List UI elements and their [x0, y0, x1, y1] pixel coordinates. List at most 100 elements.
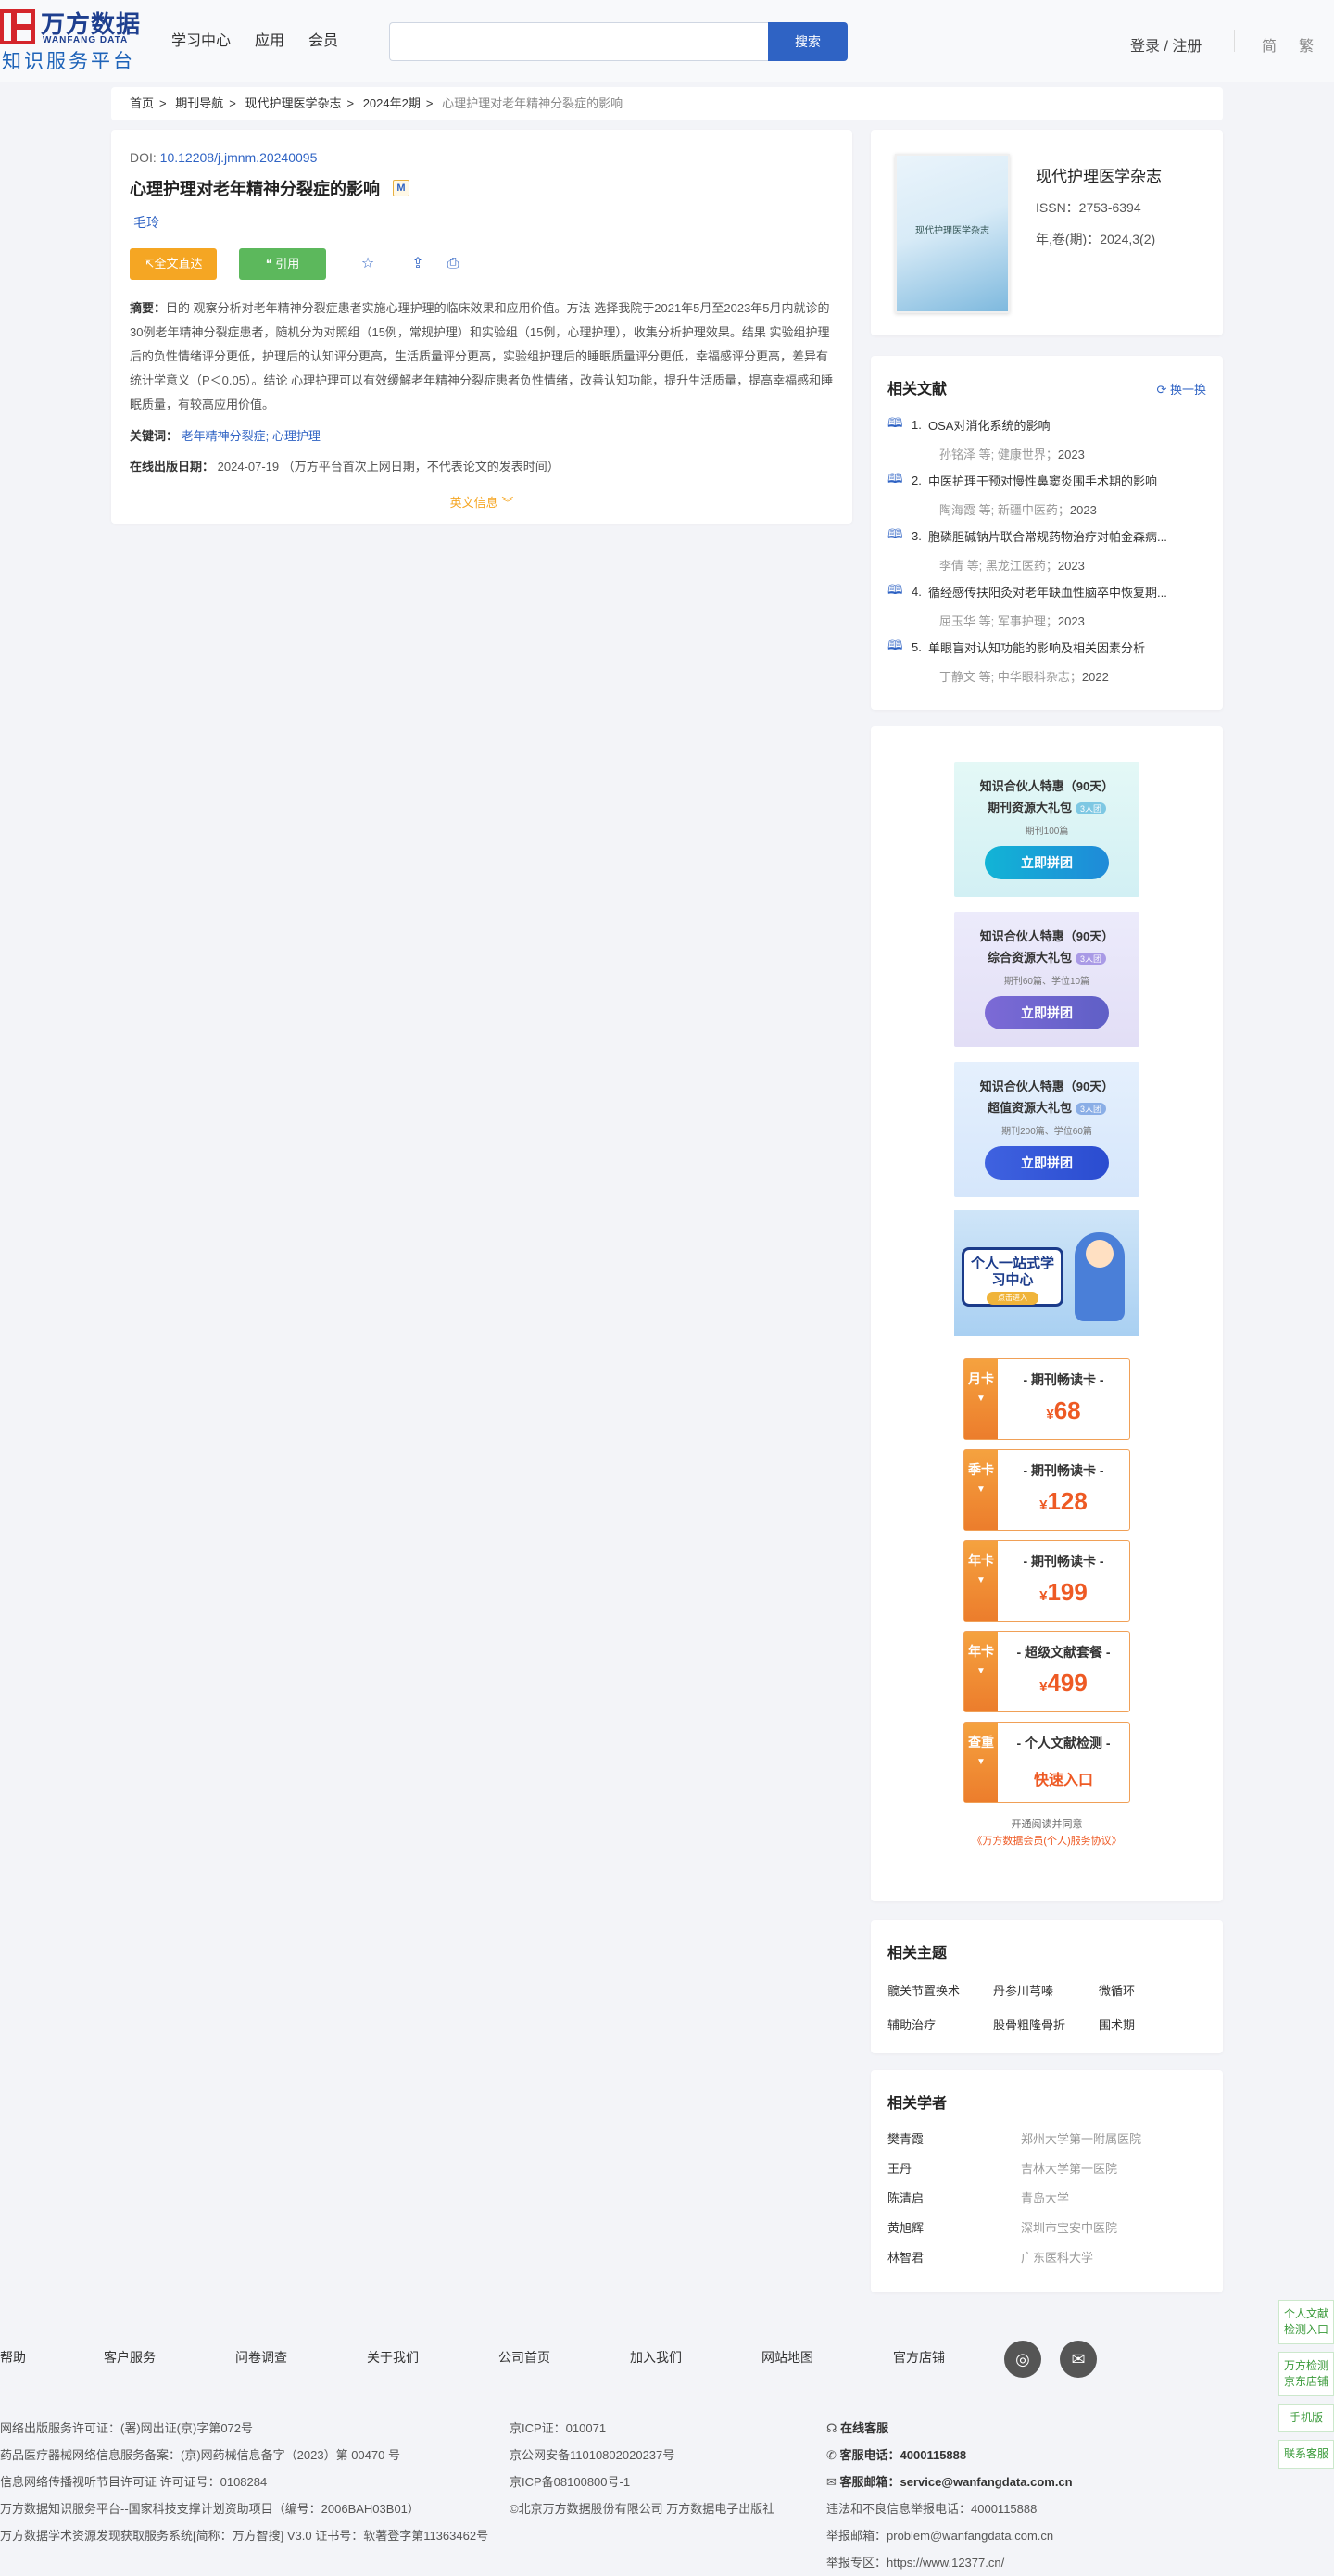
item-year: 2022 — [1081, 670, 1109, 684]
side-float-bar: 个人文献检测入口 万方检测京东店铺 手机版 联系客服 — [1278, 2300, 1334, 2476]
related-item-title[interactable]: 循经感传扶阳灸对老年缺血性脑卒中恢复期... — [928, 585, 1167, 600]
print-icon[interactable]: ⎙ — [447, 256, 459, 271]
membership-card[interactable]: 季卡▼ - 期刊畅读卡 - ¥128 — [963, 1449, 1130, 1531]
login-register-link[interactable]: 登录 / 注册 — [1130, 39, 1202, 55]
copyright-line: ©北京万方数据股份有限公司 万方数据电子出版社 — [510, 2502, 775, 2516]
online-service-row[interactable]: ☊ 在线客服 — [826, 2415, 1073, 2442]
learning-center-banner[interactable]: 个人一站式学习中心 点击进入 — [954, 1210, 1139, 1336]
footer-link-company[interactable]: 公司首页 — [498, 2350, 550, 2365]
footer-link-about[interactable]: 关于我们 — [367, 2350, 419, 2365]
scholar-name[interactable]: 王丹 — [887, 2162, 912, 2176]
footer-link-join[interactable]: 加入我们 — [630, 2350, 682, 2365]
full-text-button[interactable]: ⇱全文直达 — [130, 248, 217, 280]
doi-link[interactable]: 10.12208/j.jmnm.20240095 — [159, 150, 318, 165]
group-buy-button[interactable]: 立即拼团 — [985, 996, 1109, 1029]
scholar-org[interactable]: 郑州大学第一附属医院 — [1021, 2132, 1142, 2146]
wanfang-logo[interactable]: 万方数据 WANFANG DATA 知识服务平台 — [0, 6, 148, 72]
share-icon[interactable]: ⇪ — [411, 256, 424, 271]
breadcrumb-journal[interactable]: 现代护理医学杂志 — [245, 96, 342, 110]
email-value[interactable]: service@wanfangdata.com.cn — [900, 2475, 1073, 2489]
side-jd-store[interactable]: 万方检测京东店铺 — [1278, 2352, 1334, 2396]
author-link[interactable]: 毛玲 — [133, 215, 159, 230]
side-mobile-version[interactable]: 手机版 — [1278, 2404, 1334, 2432]
pack-title: 知识合伙人特惠（90天） — [979, 779, 1114, 793]
search-button[interactable]: 搜索 — [768, 22, 848, 61]
scholar-org[interactable]: 深圳市宝安中医院 — [1021, 2221, 1118, 2235]
english-info-toggle[interactable]: 英文信息 ︾ — [130, 493, 834, 511]
nav-apps[interactable]: 应用 — [255, 33, 285, 49]
topic-link[interactable]: 股骨粗隆骨折 — [993, 2018, 1066, 2032]
membership-card[interactable]: 月卡▼ - 期刊畅读卡 - ¥68 — [963, 1358, 1130, 1440]
scholar-row: 黄旭辉 深圳市宝安中医院 — [887, 2218, 1206, 2248]
pubdate-value: 2024-07-19 — [217, 460, 280, 474]
topic-link[interactable]: 髋关节置换术 — [887, 1984, 961, 1998]
scholars-title: 相关学者 — [887, 2096, 948, 2112]
service-agreement-link[interactable]: 《万方数据会员(个人)服务协议》 — [972, 1836, 1122, 1847]
side-contact-service[interactable]: 联系客服 — [1278, 2440, 1334, 2469]
cite-label: 引用 — [275, 257, 300, 271]
related-item-title[interactable]: OSA对消化系统的影响 — [928, 418, 1051, 433]
breadcrumb-journal-nav[interactable]: 期刊导航 — [175, 96, 224, 110]
footer-link-sitemap[interactable]: 网站地图 — [761, 2350, 813, 2365]
journal-name[interactable]: 现代护理医学杂志 — [1036, 168, 1162, 185]
scholar-name[interactable]: 黄旭辉 — [887, 2221, 925, 2235]
wechat-icon[interactable]: ✉ — [1060, 2341, 1097, 2378]
group-buy-button[interactable]: 立即拼团 — [985, 1146, 1109, 1180]
search-input[interactable] — [389, 22, 769, 61]
report-zone-link[interactable]: https://www.12377.cn/ — [887, 2556, 1005, 2570]
side-detection-entry[interactable]: 个人文献检测入口 — [1278, 2300, 1334, 2344]
cite-button[interactable]: ❝ 引用 — [239, 248, 326, 280]
related-item-title[interactable]: 中医护理干预对慢性鼻窦炎围手术期的影响 — [928, 474, 1158, 488]
item-source: 军事护理； — [997, 614, 1058, 628]
breadcrumb-issue[interactable]: 2024年2期 — [362, 96, 421, 110]
footer-link-service[interactable]: 客户服务 — [104, 2350, 156, 2365]
currency-symbol: ¥ — [1046, 1407, 1054, 1422]
breadcrumb-sep: > — [159, 96, 167, 110]
scholar-org[interactable]: 青岛大学 — [1021, 2191, 1070, 2205]
item-year: 2023 — [1069, 503, 1097, 517]
plagiarism-check-card[interactable]: 查重▼ - 个人文献检测 - 快速入口 — [963, 1722, 1130, 1803]
scholar-org[interactable]: 广东医科大学 — [1021, 2251, 1094, 2265]
phone-label: 客服电话： — [839, 2448, 900, 2462]
related-item-title[interactable]: 单眼盲对认知功能的影响及相关因素分析 — [928, 640, 1146, 655]
footer-link-store[interactable]: 官方店铺 — [893, 2350, 945, 2365]
scholar-name[interactable]: 樊青霞 — [887, 2132, 925, 2146]
pack-title: 知识合伙人特惠（90天） — [979, 929, 1114, 943]
nav-study-center[interactable]: 学习中心 — [171, 33, 232, 49]
pack-subtitle: 综合资源大礼包 — [987, 951, 1072, 965]
topic-link[interactable]: 围术期 — [1099, 2018, 1136, 2032]
topic-link[interactable]: 微循环 — [1099, 1984, 1136, 1998]
currency-symbol: ¥ — [1039, 1679, 1048, 1695]
topic-link[interactable]: 丹参川芎嗪 — [993, 1984, 1054, 1998]
journal-cover[interactable]: 现代护理医学杂志 — [895, 154, 1010, 313]
nav-membership[interactable]: 会员 — [308, 33, 339, 49]
keyword-link[interactable]: 心理护理 — [271, 429, 321, 443]
breadcrumb-home[interactable]: 首页 — [130, 96, 155, 110]
group-buy-button[interactable]: 立即拼团 — [985, 846, 1109, 879]
report-phone-value: 4000115888 — [971, 2502, 1038, 2516]
keyword-link[interactable]: 老年精神分裂症; — [181, 429, 270, 443]
abstract-label: 摘要： — [130, 301, 167, 315]
footer-licenses: 网络出版服务许可证：(署)网出证(京)字第072号 药品医疗器械网络信息服务备案… — [0, 2415, 488, 2549]
quote-icon: ❝ — [265, 257, 276, 271]
lang-traditional[interactable]: 繁 — [1299, 39, 1315, 55]
related-item-title[interactable]: 胞磷胆碱钠片联合常规药物治疗对帕金森病... — [928, 529, 1167, 544]
scholar-name[interactable]: 陈清启 — [887, 2191, 925, 2205]
scholar-org[interactable]: 吉林大学第一医院 — [1021, 2162, 1118, 2176]
membership-card[interactable]: 年卡▼ - 期刊畅读卡 - ¥199 — [963, 1540, 1130, 1622]
quick-entry-link[interactable]: 快速入口 — [1033, 1773, 1093, 1788]
weibo-icon[interactable]: ◎ — [1004, 2341, 1041, 2378]
related-title: 相关文献 — [887, 382, 948, 398]
refresh-button[interactable]: ⟳ 换一换 — [1156, 380, 1206, 398]
footer-link-survey[interactable]: 问卷调查 — [235, 2350, 287, 2365]
topic-link[interactable]: 辅助治疗 — [887, 2018, 937, 2032]
lang-simplified[interactable]: 简 — [1262, 39, 1277, 55]
star-icon[interactable]: ☆ — [360, 256, 375, 271]
membership-card[interactable]: 年卡▼ - 超级文献套餐 - ¥499 — [963, 1631, 1130, 1712]
item-number: 3. — [912, 528, 922, 543]
phone-icon: ✆ — [826, 2448, 840, 2462]
report-email-value[interactable]: problem@wanfangdata.com.cn — [887, 2529, 1054, 2543]
footer-link-help[interactable]: 帮助 — [0, 2350, 26, 2365]
card-title: - 期刊畅读卡 - — [1023, 1463, 1104, 1478]
scholar-name[interactable]: 林智君 — [887, 2251, 925, 2265]
